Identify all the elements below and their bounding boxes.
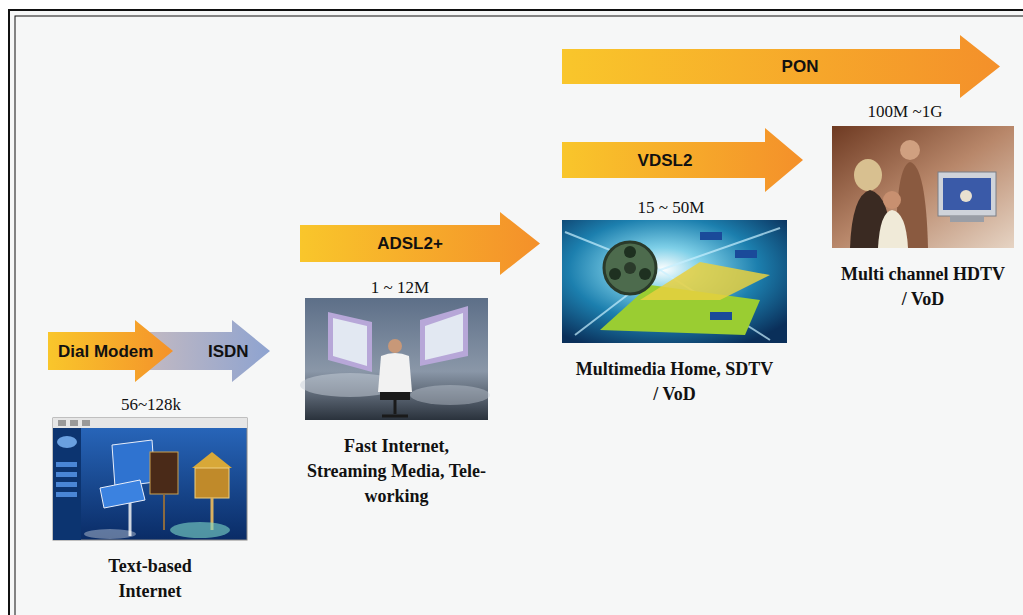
technology-name: VDSL2 <box>638 152 693 169</box>
person-head <box>900 140 920 160</box>
swirl <box>170 522 230 538</box>
light-streak <box>660 228 780 270</box>
tv-figure <box>960 190 972 202</box>
service-panel: Multi channel HDTV / VoD <box>832 126 1014 312</box>
fast-internet-picture <box>300 298 490 420</box>
reel-hub <box>624 262 636 274</box>
technology-arrow: ADSL2+ <box>300 212 540 275</box>
monitor-screen <box>425 313 463 360</box>
man-shirt <box>378 353 412 392</box>
yellow-swoosh <box>640 262 770 300</box>
cloud <box>410 385 490 405</box>
shop-sign <box>150 452 178 494</box>
speed-label-box: 15 ~ 50M <box>638 199 705 218</box>
arrow-shape <box>562 35 1000 98</box>
toolbar-icon <box>82 420 90 426</box>
technology-name: ISDN <box>208 343 249 360</box>
speed-label-box: 100M ~1G <box>868 103 943 122</box>
arrow-body <box>562 35 1000 98</box>
bank-roof <box>192 452 232 468</box>
technology-arrow: Dial Modem <box>48 320 173 382</box>
digit-block <box>700 232 722 240</box>
outer-frame <box>9 10 1023 615</box>
chair-seat <box>380 392 410 400</box>
arrow-body <box>300 212 540 275</box>
service-panel: Fast Internet, Streaming Media, Tele-wor… <box>305 298 488 510</box>
chair-leg <box>394 400 397 414</box>
arrow-body <box>130 320 270 382</box>
speed-label: 100M ~1G <box>868 102 943 121</box>
monitor-frame <box>328 312 372 372</box>
person-body <box>878 210 908 248</box>
reel-hole <box>624 246 636 258</box>
toolbar-icon <box>70 420 78 426</box>
digit-block <box>710 312 732 320</box>
text-internet-picture <box>53 418 247 540</box>
monitor-frame <box>420 306 468 366</box>
shopping-sign <box>100 480 145 508</box>
hdtv-picture <box>832 126 1014 248</box>
toolbar-icon <box>58 420 66 426</box>
technology-name: Dial Modem <box>58 343 153 360</box>
service-caption: Text-based Internet <box>80 554 220 604</box>
technology-name: PON <box>782 58 819 75</box>
inner-frame <box>15 16 1023 615</box>
speed-label: 1 ~ 12M <box>371 278 429 297</box>
swirl <box>84 529 136 539</box>
man-head <box>388 339 402 353</box>
service-caption: Fast Internet, Streaming Media, Tele-wor… <box>307 434 487 510</box>
menu-button <box>56 492 77 497</box>
menu-button <box>56 462 77 467</box>
speed-label-box: 56~128k <box>121 396 181 415</box>
tv-frame <box>938 172 996 216</box>
technology-name: ADSL2+ <box>377 235 443 252</box>
technology-arrow: PON <box>562 35 1000 98</box>
chair-base <box>382 415 408 418</box>
browser-toolbar <box>53 418 247 428</box>
picture-ground <box>53 418 247 540</box>
arrow-body <box>48 320 173 382</box>
picture-ground <box>832 126 1014 248</box>
picture-ground <box>562 220 787 343</box>
service-caption: Multimedia Home, SDTV / VoD <box>572 357 777 407</box>
arrow-body <box>562 128 803 192</box>
reel-hole <box>639 268 651 280</box>
shopping-sign <box>112 440 155 487</box>
reel-hole <box>609 268 621 280</box>
monitor-screen <box>333 318 367 366</box>
digit-block <box>735 250 757 258</box>
person-head <box>883 191 901 209</box>
multimedia-picture <box>562 220 787 343</box>
service-panel: Multimedia Home, SDTV / VoD <box>562 220 787 407</box>
speed-label: 15 ~ 50M <box>638 198 705 217</box>
bank-sign <box>195 468 229 498</box>
sign-post <box>163 494 165 530</box>
film-reel <box>604 242 656 294</box>
speed-label-box: 1 ~ 12M <box>371 279 429 298</box>
person-hair <box>854 159 882 191</box>
technology-arrow: VDSL2 <box>562 128 803 192</box>
menu-button <box>56 472 77 477</box>
set-top-box <box>950 216 984 222</box>
speed-label: 56~128k <box>121 395 181 414</box>
side-panel <box>53 428 81 540</box>
menu-button <box>56 482 77 487</box>
service-caption: Multi channel HDTV / VoD <box>841 262 1006 312</box>
service-panel: Text-based Internet <box>53 418 247 604</box>
tv-screen <box>943 178 991 210</box>
logo-eye <box>57 436 77 448</box>
